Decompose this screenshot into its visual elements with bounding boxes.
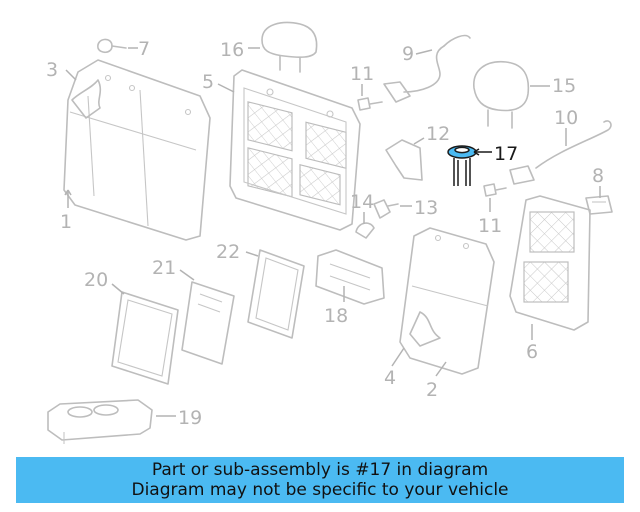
bracket-12 xyxy=(385,139,423,181)
seat-back-frame xyxy=(229,69,361,231)
callout-18: 18 xyxy=(324,305,348,327)
callout-12: 12 xyxy=(426,123,450,145)
cable-10 xyxy=(509,120,612,185)
grommet-17 xyxy=(447,145,477,186)
callout-16: 16 xyxy=(220,39,244,61)
armrest-19 xyxy=(47,399,153,444)
seat-cushion-right xyxy=(399,227,495,375)
bolt-13 xyxy=(373,199,399,219)
callout-5: 5 xyxy=(202,71,214,93)
callout-14: 14 xyxy=(350,191,374,213)
panel-21 xyxy=(181,281,235,365)
callout-21: 21 xyxy=(152,257,176,279)
banner-line-2: Diagram may not be specific to your vehi… xyxy=(131,480,509,500)
callout-6: 6 xyxy=(526,341,538,363)
callout-3: 3 xyxy=(46,59,58,81)
bolt-11-lower xyxy=(483,183,507,197)
callout-22: 22 xyxy=(216,241,240,263)
headrest-left xyxy=(261,21,318,73)
callout-13: 13 xyxy=(414,197,438,219)
cable-9 xyxy=(383,34,471,103)
callout-9: 9 xyxy=(402,43,414,65)
bracket-18 xyxy=(315,249,385,305)
panel-20 xyxy=(111,291,179,385)
parts-diagram: 1 2 3 4 5 6 7 8 9 10 11 11 12 13 14 15 1… xyxy=(46,21,613,444)
hinge-14 xyxy=(355,222,375,239)
callout-11-lower: 11 xyxy=(478,215,502,237)
callout-8: 8 xyxy=(592,165,604,187)
bolt-11-upper xyxy=(357,97,383,111)
banner-line-1: Part or sub-assembly is #17 in diagram xyxy=(151,460,489,480)
clip-7 xyxy=(97,38,127,54)
seat-back-frame-right xyxy=(509,195,591,331)
callout-15: 15 xyxy=(552,75,576,97)
callout-20: 20 xyxy=(84,269,108,291)
panel-22 xyxy=(247,249,305,339)
callout-4: 4 xyxy=(384,367,396,389)
info-banner: Part or sub-assembly is #17 in diagram D… xyxy=(16,457,624,503)
headrest-right xyxy=(473,61,530,129)
callout-11-upper: 11 xyxy=(350,63,374,85)
callout-1: 1 xyxy=(60,211,72,233)
callout-19: 19 xyxy=(178,407,202,429)
callout-7: 7 xyxy=(138,38,150,60)
callout-2: 2 xyxy=(426,379,438,401)
callout-10: 10 xyxy=(554,107,578,129)
seat-back-cushion xyxy=(63,59,211,241)
callout-leaders xyxy=(64,47,601,417)
callout-17: 17 xyxy=(494,143,518,165)
